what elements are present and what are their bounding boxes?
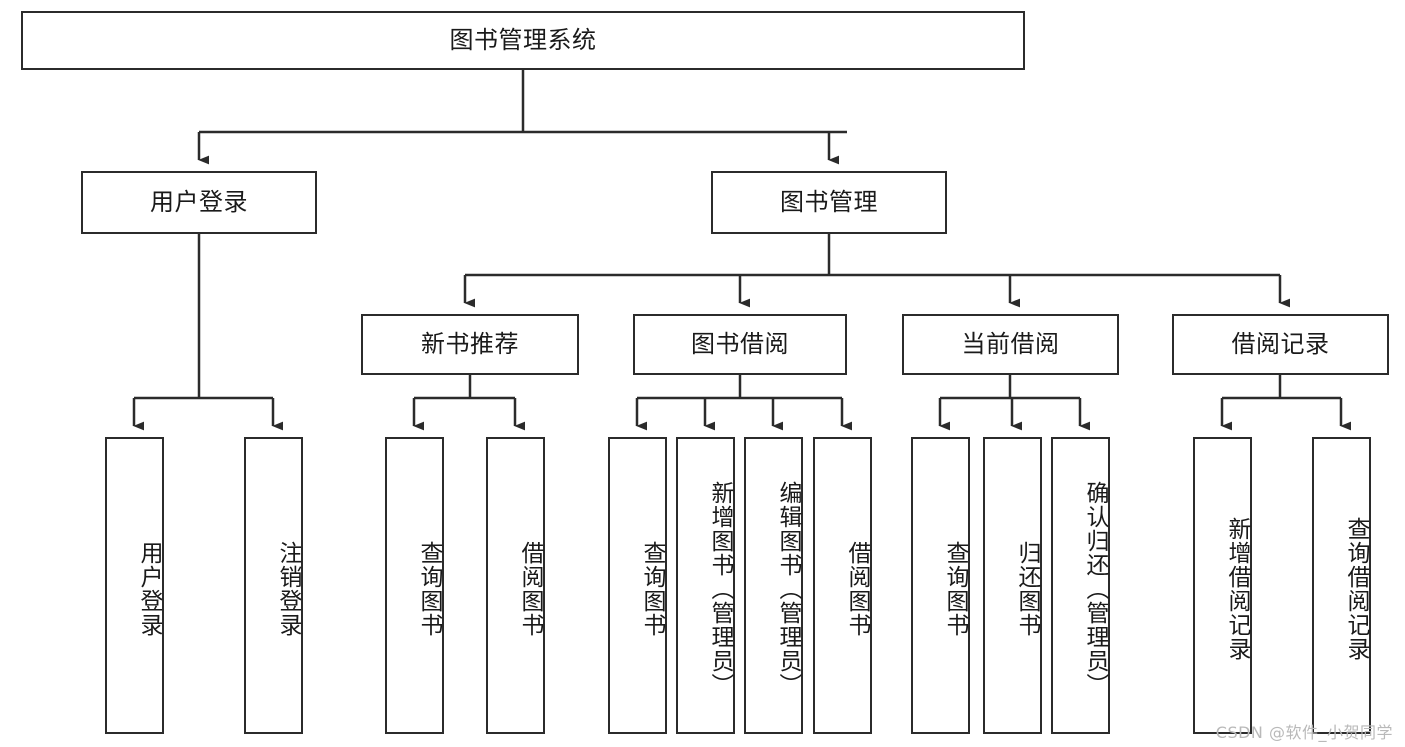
node-leaf-query-book-nbr-label: 查询图书 <box>416 540 442 637</box>
node-book-manage-label: 图书管理 <box>780 188 878 217</box>
node-leaf-query-book-bb-label: 查询图书 <box>639 540 665 637</box>
node-leaf-borrow-book-nbr-label: 借阅图书 <box>517 540 543 637</box>
node-leaf-borrow-book-nbr[interactable]: 借阅图书 <box>486 437 545 734</box>
node-leaf-query-book-cb-label: 查询图书 <box>942 540 968 637</box>
node-leaf-add-borrow-record-label: 新增借阅记录 <box>1224 516 1250 661</box>
node-leaf-add-book-admin-label: 新增图书（管理员） <box>707 480 733 697</box>
node-leaf-return-book-label: 归还图书 <box>1014 540 1040 637</box>
node-leaf-user-login[interactable]: 用户登录 <box>105 437 164 734</box>
node-book-manage[interactable]: 图书管理 <box>711 171 947 234</box>
node-leaf-user-logout[interactable]: 注销登录 <box>244 437 303 734</box>
node-leaf-add-book-admin[interactable]: 新增图书（管理员） <box>676 437 735 734</box>
node-leaf-query-borrow-record[interactable]: 查询借阅记录 <box>1312 437 1371 734</box>
node-borrow-record-label: 借阅记录 <box>1231 330 1330 359</box>
node-user-login[interactable]: 用户登录 <box>81 171 317 234</box>
node-leaf-edit-book-admin-label: 编辑图书（管理员） <box>775 480 801 697</box>
node-leaf-borrow-book-bb-label: 借阅图书 <box>844 540 870 637</box>
node-leaf-borrow-book-bb[interactable]: 借阅图书 <box>813 437 872 734</box>
node-leaf-return-book[interactable]: 归还图书 <box>983 437 1042 734</box>
node-leaf-confirm-return-admin-label: 确认归还（管理员） <box>1082 480 1108 697</box>
node-book-borrow[interactable]: 图书借阅 <box>633 314 847 375</box>
node-leaf-query-book-cb[interactable]: 查询图书 <box>911 437 970 734</box>
node-user-login-label: 用户登录 <box>150 188 248 217</box>
node-leaf-user-logout-label: 注销登录 <box>275 540 301 637</box>
node-leaf-edit-book-admin[interactable]: 编辑图书（管理员） <box>744 437 803 734</box>
node-leaf-query-book-nbr[interactable]: 查询图书 <box>385 437 444 734</box>
node-root[interactable]: 图书管理系统 <box>21 11 1025 70</box>
node-leaf-add-borrow-record[interactable]: 新增借阅记录 <box>1193 437 1252 734</box>
node-root-label: 图书管理系统 <box>449 26 597 55</box>
node-book-borrow-label: 图书借阅 <box>691 330 789 359</box>
node-leaf-user-login-label: 用户登录 <box>136 540 162 637</box>
node-leaf-query-borrow-record-label: 查询借阅记录 <box>1343 516 1369 661</box>
node-leaf-query-book-bb[interactable]: 查询图书 <box>608 437 667 734</box>
node-borrow-record[interactable]: 借阅记录 <box>1172 314 1389 375</box>
node-leaf-confirm-return-admin[interactable]: 确认归还（管理员） <box>1051 437 1110 734</box>
node-current-borrow[interactable]: 当前借阅 <box>902 314 1119 375</box>
node-new-book-recommend[interactable]: 新书推荐 <box>361 314 579 375</box>
node-new-book-recommend-label: 新书推荐 <box>421 330 519 359</box>
node-current-borrow-label: 当前借阅 <box>961 330 1060 359</box>
